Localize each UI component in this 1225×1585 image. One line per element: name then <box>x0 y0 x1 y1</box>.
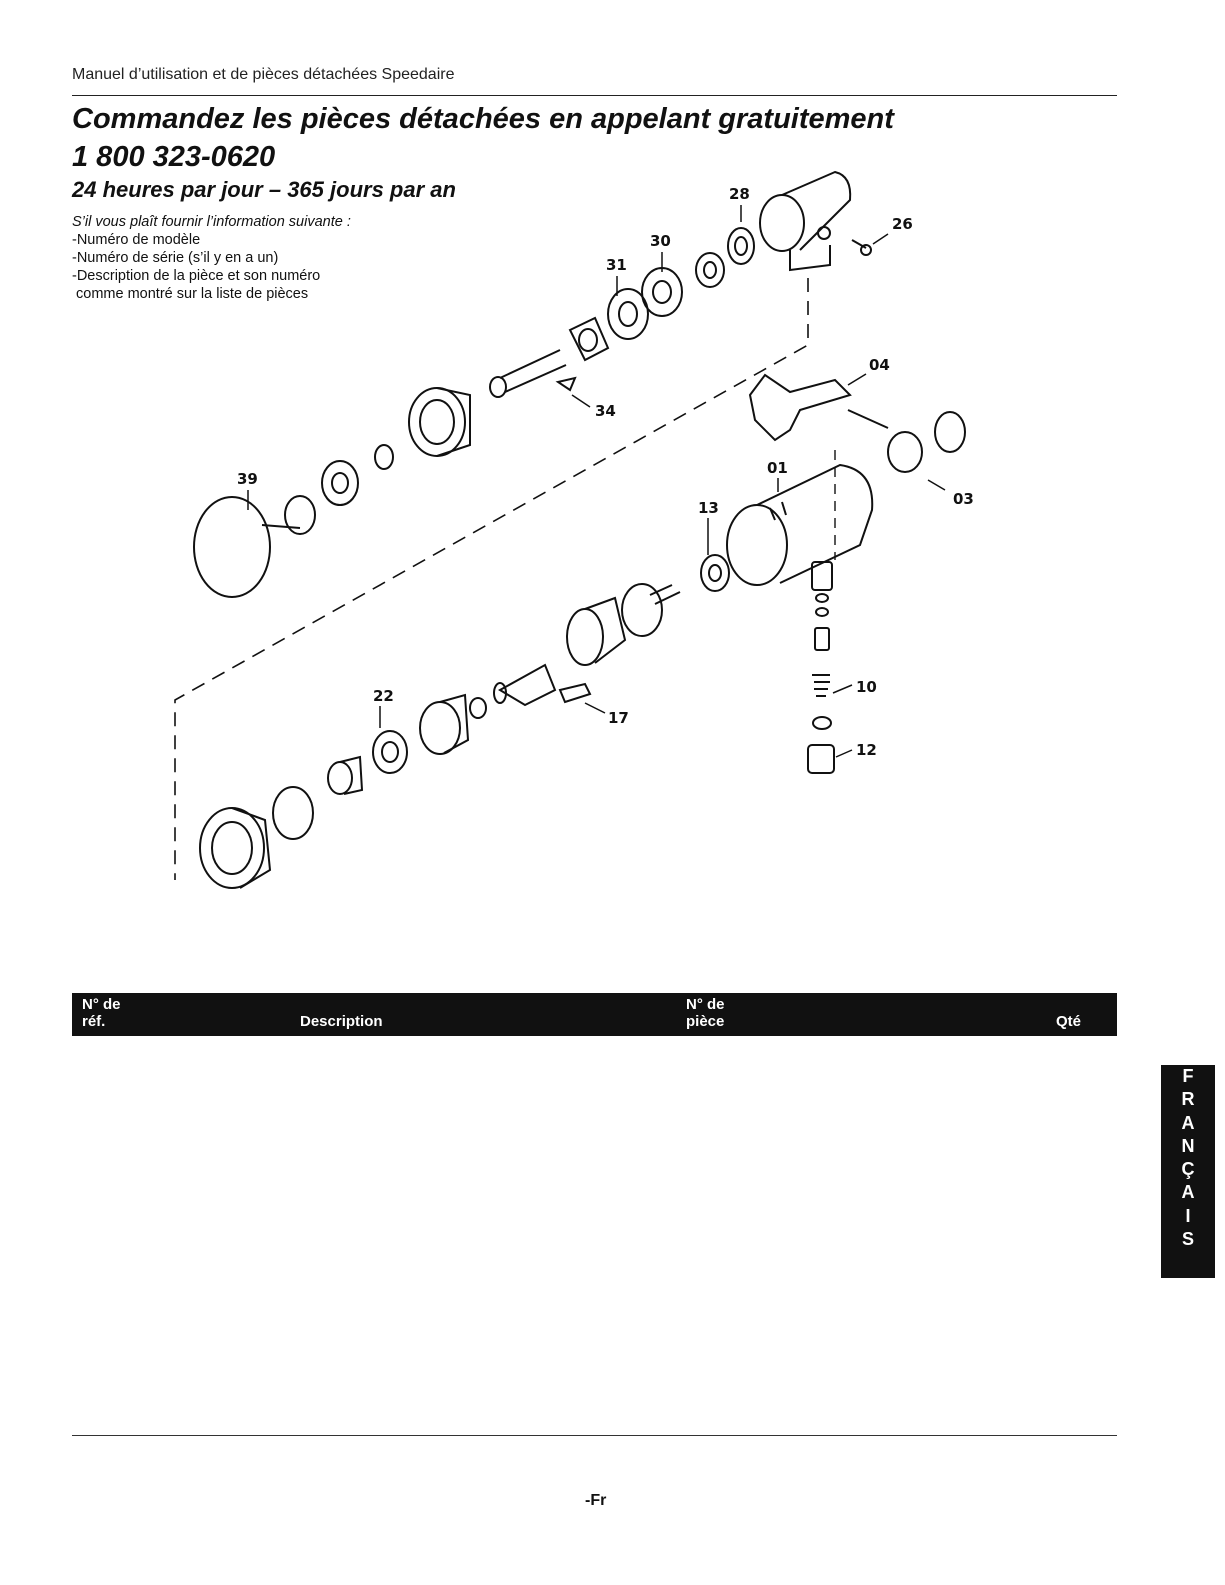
info-item-model: -Numéro de modèle <box>72 232 201 248</box>
tab-letter: S <box>1181 1229 1194 1250</box>
vane-17 <box>558 682 592 704</box>
callout-17: 17 <box>608 709 629 727</box>
cylinder <box>566 596 627 666</box>
col-description-header: Description <box>300 1013 383 1030</box>
col-ref-line1: N° de <box>82 996 121 1013</box>
col-ref-header: N° de réf. <box>82 996 121 1030</box>
backing-pad-39 <box>193 496 301 598</box>
tab-letter: A <box>1181 1182 1195 1203</box>
housing-nut <box>199 807 272 889</box>
info-lead: S’il vous plaît fournir l’information su… <box>72 214 351 230</box>
callout-22: 22 <box>373 687 394 705</box>
page-number: -Fr <box>585 1492 607 1509</box>
tab-letter: N <box>1181 1135 1195 1156</box>
rotor <box>493 663 557 707</box>
info-item-description: -Description de la pièce et son numéro <box>72 268 321 284</box>
callout-10: 10 <box>856 678 877 696</box>
exploded-parts-diagram: 28 26 30 31 34 04 39 01 03 13 22 17 10 1… <box>174 170 974 889</box>
tab-letter: F <box>1182 1066 1194 1086</box>
callout-03: 03 <box>953 490 974 508</box>
col-part-line1: N° de <box>686 996 725 1013</box>
rear-end-plate <box>419 693 470 755</box>
col-part-line2: pièce <box>686 1013 725 1030</box>
motor-housing-01 <box>726 463 874 586</box>
info-item-serial: -Numéro de série (s’il y en a un) <box>72 250 279 266</box>
col-ref-line2: réf. <box>82 1013 106 1030</box>
manual-title: Manuel d’utilisation et de pièces détach… <box>72 66 455 83</box>
bearing-housing <box>408 387 471 457</box>
spindle-34 <box>489 349 577 398</box>
tab-letter: Ç <box>1181 1159 1195 1180</box>
snap-ring <box>284 495 316 535</box>
order-heading-line1: Commandez les pièces détachées en appela… <box>72 103 894 135</box>
bearing-cap <box>568 316 610 362</box>
end-plate <box>621 583 681 637</box>
screw-26 <box>851 239 872 256</box>
callout-01: 01 <box>767 459 788 477</box>
footer-divider <box>72 1435 1117 1436</box>
tab-letter: A <box>1181 1112 1195 1133</box>
bearing-39b <box>321 460 359 506</box>
hours-heading: 24 heures par jour – 365 jours par an <box>72 177 456 202</box>
parts-table-header: N° de réf. Description N° de pièce Qté <box>72 993 1117 1036</box>
callout-04: 04 <box>869 356 890 374</box>
bearing-31b <box>607 288 649 340</box>
inlet-fitting-03 <box>887 411 966 473</box>
callout-39: 39 <box>237 470 258 488</box>
o-ring <box>272 786 314 840</box>
callout-12: 12 <box>856 741 877 759</box>
bearing-28 <box>727 227 755 265</box>
col-qty-header: Qté <box>1056 1013 1082 1030</box>
callout-26: 26 <box>892 215 913 233</box>
throttle-lever-04 <box>748 373 889 442</box>
language-tab: F R A N Ç A I S <box>1161 1065 1215 1278</box>
phone-number: 1 800 323-0620 <box>72 141 276 173</box>
header-divider <box>72 95 1117 96</box>
bearing-22 <box>372 730 408 774</box>
bearing-13 <box>700 554 730 592</box>
collet <box>327 755 364 795</box>
col-part-header: N° de pièce <box>686 996 725 1030</box>
top-housing-part <box>759 170 852 272</box>
callout-34: 34 <box>595 402 616 420</box>
valve-stack <box>807 561 835 774</box>
callout-31: 31 <box>606 256 627 274</box>
tab-letter: R <box>1181 1089 1195 1110</box>
callout-28: 28 <box>729 185 750 203</box>
tab-letter: I <box>1185 1205 1191 1226</box>
washer <box>469 697 487 719</box>
info-block: S’il vous plaît fournir l’information su… <box>72 213 351 303</box>
callout-30: 30 <box>650 232 671 250</box>
collet-nut <box>374 444 394 470</box>
order-heading: Commandez les pièces détachées en appela… <box>72 100 894 176</box>
info-item-description-cont: comme montré sur la liste de pièces <box>72 286 309 302</box>
gear-30 <box>695 252 725 288</box>
callout-13: 13 <box>698 499 719 517</box>
